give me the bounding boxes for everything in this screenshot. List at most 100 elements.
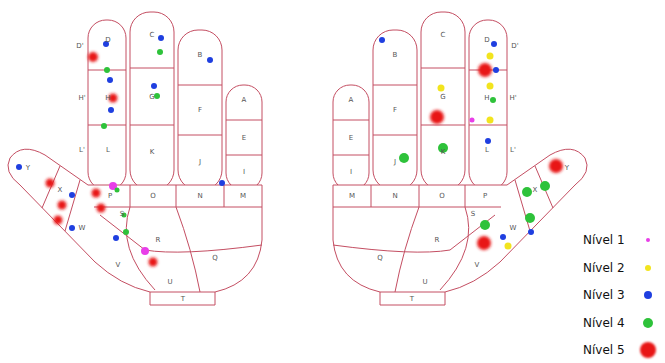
region-letter: Y [26, 165, 30, 172]
level-dot [54, 216, 63, 225]
region-letter: S [120, 211, 124, 218]
left-hand [8, 12, 262, 305]
level-dot [500, 234, 506, 240]
legend-label: Nível 1 [583, 234, 625, 246]
region-letter: X [533, 187, 538, 194]
left-hand-dots [16, 35, 225, 267]
level-dot [157, 49, 163, 55]
level-dot [477, 236, 491, 250]
region-letter: U [167, 279, 172, 286]
region-letter: G [440, 94, 445, 101]
region-letter: H [105, 95, 110, 102]
region-letter: J [394, 159, 396, 166]
legend-swatch [644, 291, 652, 299]
region-letter: V [116, 262, 121, 269]
region-letter: E [242, 135, 246, 142]
right-hand [333, 12, 587, 305]
region-letter: E [349, 135, 353, 142]
level-dot [490, 97, 496, 103]
region-letter: M [349, 193, 355, 200]
region-letter: H' [509, 95, 516, 102]
region-letter: P [108, 193, 112, 200]
region-letter: M [240, 193, 246, 200]
level-dot [207, 57, 213, 63]
level-dot [101, 123, 107, 129]
region-letter: R [435, 237, 440, 244]
region-letter: V [475, 262, 480, 269]
region-letter: D' [76, 43, 83, 50]
level-dot [69, 225, 75, 231]
level-dot [149, 258, 158, 267]
legend-swatch [646, 238, 650, 242]
region-letter: K [441, 149, 446, 156]
level-dot [123, 229, 129, 235]
level-dot [16, 164, 22, 170]
legend-swatch [640, 342, 656, 358]
region-letter: L' [510, 147, 516, 154]
legend-label: Nível 5 [583, 344, 625, 356]
region-letter: N [392, 193, 397, 200]
region-letter: I [350, 169, 352, 176]
region-letter: Q [377, 255, 383, 262]
region-letter: Y [565, 165, 569, 172]
level-dot [113, 235, 119, 241]
level-dot [115, 188, 120, 193]
level-dot [154, 93, 160, 99]
region-letter: L [485, 147, 489, 154]
region-letter: T [410, 296, 414, 303]
level-dot [438, 85, 445, 92]
region-letter: B [393, 52, 398, 59]
region-letter: R [156, 237, 161, 244]
level-dot [107, 77, 113, 83]
level-dot [97, 204, 106, 213]
level-dot [430, 110, 444, 124]
level-dot [108, 107, 114, 113]
legend-swatch [645, 265, 651, 271]
level-dot [493, 67, 499, 73]
region-letter: L [106, 147, 110, 154]
region-letter: A [349, 97, 354, 104]
right-hand-dots [379, 37, 563, 250]
region-letter: D [105, 37, 110, 44]
level-dot [487, 53, 494, 60]
region-letter: Q [212, 255, 218, 262]
region-letter: W [79, 225, 86, 232]
level-dot [487, 117, 494, 124]
region-letter: O [150, 193, 156, 200]
level-dot [158, 35, 164, 41]
region-letter: J [199, 159, 201, 166]
level-dot [525, 213, 535, 223]
level-dot [379, 37, 385, 43]
level-dot [141, 247, 149, 255]
region-letter: O [439, 193, 445, 200]
region-letter: H' [78, 95, 85, 102]
region-letter: N [197, 193, 202, 200]
level-dot [522, 187, 532, 197]
region-letter: W [510, 225, 517, 232]
level-dot [92, 189, 101, 198]
level-dot [470, 118, 475, 123]
level-dot [58, 201, 67, 210]
level-dot [151, 83, 157, 89]
region-letter: K [150, 149, 155, 156]
level-dot [491, 41, 497, 47]
legend-swatch [643, 318, 653, 328]
level-dot [540, 181, 550, 191]
region-letter: B [198, 52, 203, 59]
legend-label: Nível 2 [583, 262, 625, 274]
level-dot [219, 180, 225, 186]
level-dot [487, 83, 494, 90]
level-dot [485, 138, 491, 144]
level-dot [88, 52, 98, 62]
level-dot [399, 153, 409, 163]
region-letter: T [181, 296, 185, 303]
level-dot [505, 243, 512, 250]
level-dot [69, 192, 75, 198]
legend-label: Nível 4 [583, 317, 625, 329]
region-letter: F [198, 107, 202, 114]
region-letter: P [483, 193, 487, 200]
region-letter: C [150, 32, 155, 39]
region-letter: S [471, 211, 475, 218]
